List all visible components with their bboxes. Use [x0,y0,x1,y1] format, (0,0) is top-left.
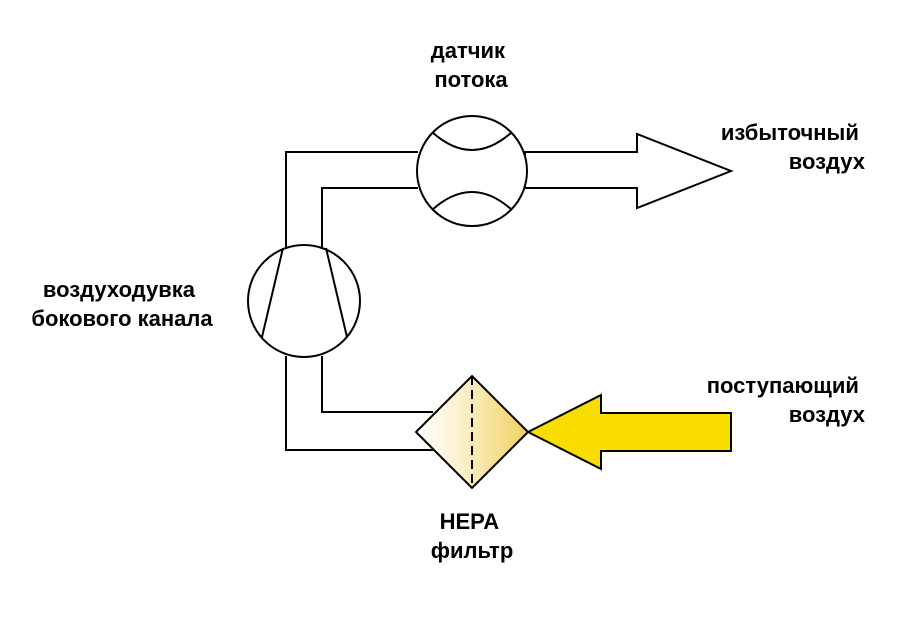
flow-sensor-label: датчик потока [431,38,511,92]
side-channel-blower-symbol [247,244,361,358]
incoming-air-arrow [525,393,732,471]
hepa-filter-label: HEPA фильтр [431,509,514,563]
excess-air-label: избыточный воздух [721,120,866,174]
pipe-inner-bottom [321,356,433,413]
pipe-outer-bottom [285,356,433,451]
blower-label: воздуходувка бокового канала [31,277,213,331]
hepa-filter-symbol [414,374,530,490]
excess-air-arrow [524,132,734,210]
pipe-outer-top [285,151,418,247]
flow-sensor-symbol [416,115,528,227]
pipe-inner-top [321,187,418,247]
incoming-air-label: поступающий воздух [707,373,866,427]
